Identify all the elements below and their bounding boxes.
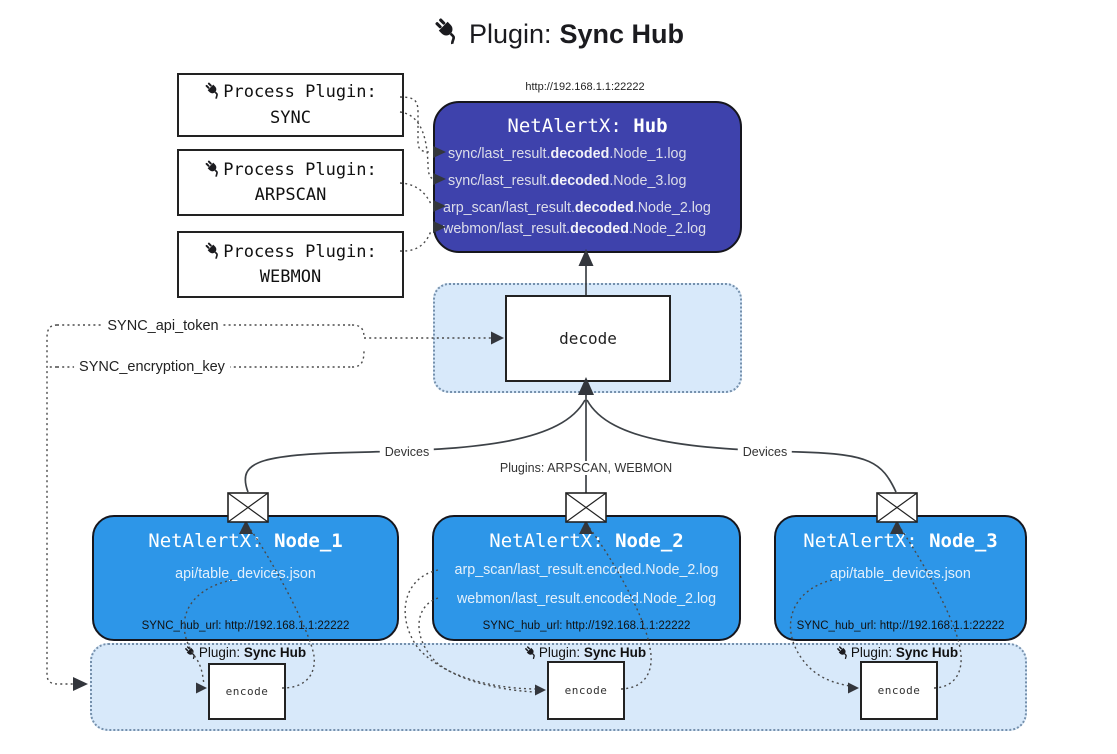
sync-encryption-key-label: SYNC_encryption_key	[74, 359, 230, 375]
connector-webmon	[399, 230, 432, 252]
node-footer: SYNC_hub_url: http://192.168.1.1:22222	[141, 620, 350, 632]
hub-title-name: Hub	[633, 115, 668, 137]
plug-icon	[204, 240, 223, 260]
page-title-name: Sync Hub	[559, 19, 685, 49]
node-title: NetAlertX: Node_3	[803, 530, 998, 552]
encode-box: encode	[860, 661, 938, 720]
plug-icon	[835, 645, 851, 660]
hub-box: NetAlertX: Hub sync/last_result.decoded.…	[433, 101, 742, 253]
node-1-box: NetAlertX: Node_1 api/table_devices.json…	[92, 515, 399, 641]
strip-plugin-label: Plugin: Sync Hub	[523, 645, 646, 660]
process-plugin-label: Process Plugin:	[223, 159, 377, 180]
process-plugin-name: ARPSCAN	[254, 185, 327, 205]
node-title: NetAlertX: Node_2	[489, 530, 684, 552]
edge-label-devices-right: Devices	[737, 445, 793, 459]
hub-title: NetAlertX: Hub	[435, 115, 740, 137]
plug-icon	[432, 16, 463, 46]
process-plugin-label: Process Plugin:	[223, 82, 377, 102]
arrowhead-right	[73, 677, 88, 691]
node-2-box: NetAlertX: Node_2 arp_scan/last_result.e…	[432, 515, 741, 641]
connector-sync-1	[399, 96, 432, 153]
process-plugin-name: SYNC	[270, 107, 311, 128]
page-title-prefix: Plugin:	[468, 19, 552, 49]
plug-icon	[523, 645, 539, 660]
node-line: arp_scan/last_result.encoded.Node_2.log	[454, 562, 719, 578]
page-title: Plugin:Sync Hub	[0, 16, 1117, 50]
process-plugin-box-webmon: Process Plugin: WEBMON	[177, 231, 404, 298]
process-plugin-name: WEBMON	[259, 267, 322, 287]
node-line: api/table_devices.json	[175, 566, 316, 582]
edge-label-plugins: Plugins: ARPSCAN, WEBMON	[494, 461, 678, 475]
process-plugin-label: Process Plugin:	[223, 241, 377, 262]
node-3-box: NetAlertX: Node_3 api/table_devices.json…	[774, 515, 1027, 641]
hub-log-line: sync/last_result.decoded.Node_1.log	[448, 146, 687, 162]
node-line: api/table_devices.json	[830, 566, 971, 582]
edge-label-devices-left: Devices	[379, 445, 435, 459]
hub-log-line: webmon/last_result.decoded.Node_2.log	[443, 221, 707, 237]
plug-icon	[204, 81, 223, 100]
connector-sync-2	[399, 111, 434, 180]
strip-plugin-label: Plugin: Sync Hub	[183, 645, 306, 660]
settings-to-strip	[46, 324, 73, 685]
encode-box: encode	[208, 663, 286, 720]
node-footer: SYNC_hub_url: http://192.168.1.1:22222	[482, 620, 691, 632]
connector-arpscan	[399, 182, 432, 205]
encode-box: encode	[547, 661, 625, 720]
plug-icon	[204, 158, 223, 178]
node-footer: SYNC_hub_url: http://192.168.1.1:22222	[796, 620, 1005, 632]
plug-icon	[183, 645, 199, 660]
hub-title-prefix: NetAlertX:	[507, 115, 622, 137]
node-line: webmon/last_result.encoded.Node_2.log	[456, 591, 717, 607]
node-title: NetAlertX: Node_1	[148, 530, 343, 552]
strip-plugin-label: Plugin: Sync Hub	[835, 645, 958, 660]
sync-api-token-label: SYNC_api_token	[102, 318, 224, 334]
hub-log-line: arp_scan/last_result.decoded.Node_2.log	[443, 200, 711, 216]
join-right-top	[351, 324, 365, 339]
process-plugin-box-arpscan: Process Plugin: ARPSCAN	[177, 149, 404, 216]
hub-log-line: sync/last_result.decoded.Node_3.log	[448, 173, 687, 189]
hub-url: http://192.168.1.1:22222	[525, 81, 645, 93]
decode-box: decode	[505, 295, 671, 382]
join-right-bottom	[351, 349, 365, 368]
process-plugin-box-sync: Process Plugin: SYNC	[177, 73, 404, 137]
